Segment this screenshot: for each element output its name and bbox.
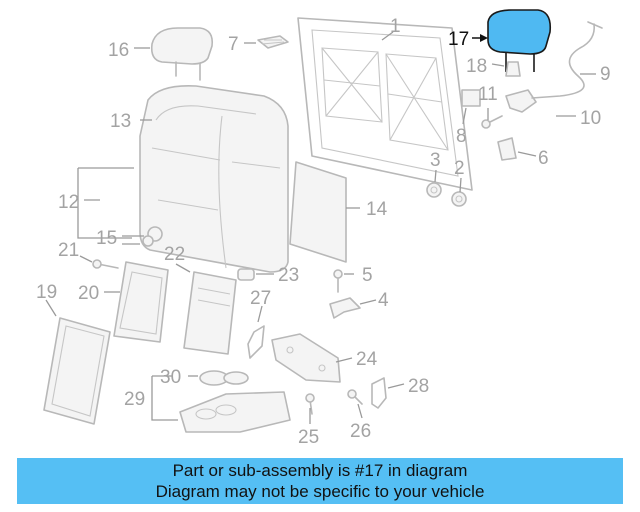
banner-line-1: Part or sub-assembly is #17 in diagram: [172, 461, 468, 480]
leader-lines: [45, 31, 596, 424]
latch-part-10: [505, 89, 537, 113]
callout-6: 6: [538, 148, 549, 169]
callout-4: 4: [378, 290, 389, 311]
guide-part-18: [505, 61, 521, 77]
parts-diagram: 1 2 3 4 5 6 7 8 9 10 11 12 13 14 15 16 1…: [36, 9, 611, 448]
callout-24: 24: [356, 349, 378, 370]
callout-11: 11: [478, 84, 498, 105]
callout-28: 28: [408, 376, 429, 397]
callout-10: 10: [580, 108, 601, 129]
cable-part-9: [531, 21, 603, 99]
pad-part-14: [289, 161, 347, 263]
pin-part-23: [237, 268, 255, 281]
callout-2: 2: [454, 158, 465, 179]
bolt-part-26: [347, 389, 363, 405]
headrest-part-16: [150, 27, 214, 81]
callout-25: 25: [298, 427, 319, 448]
panel-part-20: [113, 261, 169, 343]
callout-19: 19: [36, 282, 57, 303]
seat-back-frame: [297, 17, 473, 191]
callout-14: 14: [366, 199, 388, 220]
cover-part-19: [43, 317, 111, 425]
bracket-part-27: [247, 325, 265, 359]
callout-3: 3: [430, 150, 441, 171]
nut-part-15: [142, 226, 163, 247]
callout-16: 16: [108, 40, 129, 61]
bracket-part-8: [461, 89, 481, 107]
callout-15: 15: [96, 228, 117, 249]
callout-30: 30: [160, 367, 181, 388]
headrest-part-17: [487, 9, 552, 72]
banner-line-2: Diagram may not be specific to your vehi…: [155, 482, 485, 501]
callout-17: 17: [448, 29, 469, 50]
bolt-part-21: [92, 259, 119, 269]
callout-12: 12: [58, 192, 79, 213]
callout-8: 8: [456, 126, 467, 147]
cupholder-part-30: [199, 370, 249, 386]
bolt-part-5: [333, 269, 343, 293]
hook-part-4: [329, 297, 361, 319]
callout-29: 29: [124, 389, 145, 410]
release-part-6: [497, 137, 517, 161]
bolt-part-25: [305, 393, 315, 415]
callout-26: 26: [350, 421, 371, 442]
callout-7: 7: [228, 34, 239, 55]
callout-27: 27: [250, 288, 271, 309]
info-banner: Part or sub-assembly is #17 in diagram D…: [17, 458, 623, 504]
bracket-part-28: [371, 377, 387, 409]
callout-20: 20: [78, 283, 99, 304]
callout-13: 13: [110, 111, 131, 132]
bolt-part-3: [426, 182, 442, 198]
seat-back-cushion-part-13: [139, 84, 289, 273]
callout-21: 21: [58, 240, 79, 261]
armrest-part-29: [179, 391, 291, 433]
callout-labels: 1 2 3 4 5 6 7 8 9 10 11 12 13 14 15 16 1…: [36, 16, 611, 448]
hinge-plate-part-24: [271, 333, 341, 383]
callout-5: 5: [362, 265, 373, 286]
bolt-part-2: [451, 191, 467, 207]
callout-22: 22: [164, 244, 185, 265]
panel-part-22: [183, 271, 237, 355]
callout-1: 1: [390, 16, 401, 37]
callout-9: 9: [600, 64, 611, 85]
screw-part-11: [481, 115, 503, 129]
leader-17: [472, 34, 488, 42]
callout-23: 23: [278, 265, 299, 286]
callout-18: 18: [466, 56, 487, 77]
clip-part-7: [257, 35, 289, 49]
